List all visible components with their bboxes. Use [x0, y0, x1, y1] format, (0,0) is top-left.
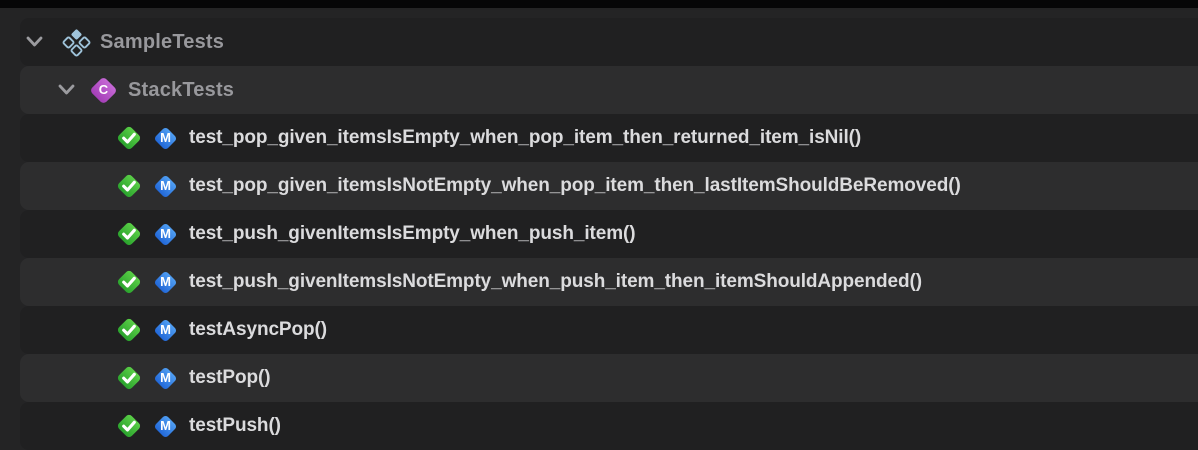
method-icon: M	[152, 173, 179, 200]
test-passed-icon[interactable]	[115, 124, 143, 152]
test-passed-icon[interactable]	[115, 412, 143, 440]
tree-row-test[interactable]: M test_pop_given_itemsIsEmpty_when_pop_i…	[0, 114, 1198, 162]
tree-row-test[interactable]: M test_push_givenItemsIsEmpty_when_push_…	[0, 210, 1198, 258]
method-badge-letter: M	[160, 322, 171, 337]
test-name: testAsyncPop()	[189, 319, 327, 340]
row-stripe	[20, 258, 1198, 306]
tree-row-test[interactable]: M test_pop_given_itemsIsNotEmpty_when_po…	[0, 162, 1198, 210]
suite-name: SampleTests	[100, 30, 225, 53]
class-name: StackTests	[128, 78, 235, 101]
method-icon: M	[152, 269, 179, 296]
test-name: test_pop_given_itemsIsNotEmpty_when_pop_…	[189, 175, 961, 196]
method-badge-letter: M	[160, 130, 171, 145]
test-passed-icon[interactable]	[115, 364, 143, 392]
method-icon: M	[152, 365, 179, 392]
method-badge-letter: M	[160, 226, 171, 241]
top-dark-bar	[0, 0, 1198, 8]
method-badge-letter: M	[160, 178, 171, 193]
test-name: test_push_givenItemsIsEmpty_when_push_it…	[189, 223, 636, 244]
method-badge-letter: M	[160, 370, 171, 385]
row-stripe	[20, 66, 1198, 114]
tree-row-test[interactable]: M testAsyncPop()	[0, 306, 1198, 354]
chevron-down-icon[interactable]	[26, 36, 43, 48]
test-tree: SampleTests C StackTests	[0, 18, 1198, 450]
test-passed-icon[interactable]	[115, 316, 143, 344]
method-icon: M	[152, 413, 179, 440]
test-name: test_push_givenItemsIsNotEmpty_when_push…	[189, 271, 922, 292]
row-stripe	[20, 402, 1198, 450]
test-bundle-icon	[60, 26, 93, 59]
test-passed-icon[interactable]	[115, 220, 143, 248]
method-badge-letter: M	[160, 274, 171, 289]
tree-row-class[interactable]: C StackTests	[0, 66, 1198, 114]
test-name: testPush()	[189, 415, 281, 436]
tree-row-test[interactable]: M testPop()	[0, 354, 1198, 402]
row-stripe	[20, 162, 1198, 210]
class-badge-letter: C	[98, 82, 109, 97]
tree-row-test[interactable]: M test_push_givenItemsIsNotEmpty_when_pu…	[0, 258, 1198, 306]
row-stripe	[20, 18, 1198, 66]
test-name: test_pop_given_itemsIsEmpty_when_pop_ite…	[189, 127, 862, 148]
method-icon: M	[152, 317, 179, 344]
row-stripe	[20, 354, 1198, 402]
tree-row-suite[interactable]: SampleTests	[0, 18, 1198, 66]
row-stripe	[20, 114, 1198, 162]
test-name: testPop()	[189, 367, 271, 388]
method-icon: M	[152, 221, 179, 248]
row-stripe	[20, 306, 1198, 354]
test-passed-icon[interactable]	[115, 268, 143, 296]
method-icon: M	[152, 125, 179, 152]
test-passed-icon[interactable]	[115, 172, 143, 200]
method-badge-letter: M	[160, 418, 171, 433]
tree-row-test[interactable]: M testPush()	[0, 402, 1198, 450]
chevron-down-icon[interactable]	[58, 84, 75, 96]
row-stripe	[20, 210, 1198, 258]
class-icon: C	[88, 75, 119, 106]
